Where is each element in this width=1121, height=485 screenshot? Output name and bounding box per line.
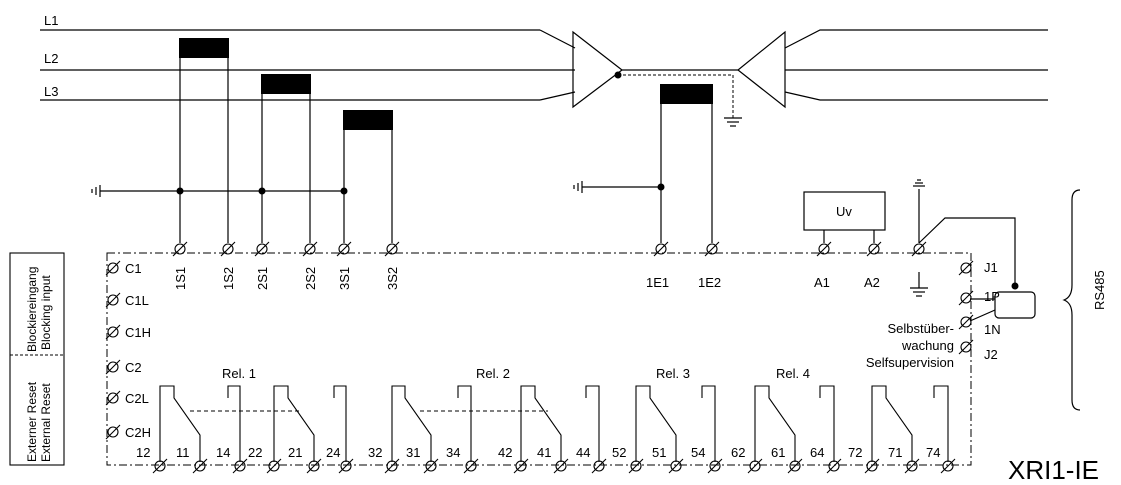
relay-terminal-31: 31 [406,445,420,460]
external-reset-label-de: Externer Reset [25,381,39,462]
relay-terminal-42: 42 [498,445,512,460]
terminal-j1: J1 [984,260,998,275]
blocking-input-label-de: Blockiereingang [25,267,39,352]
relay-terminal-12: 12 [136,445,150,460]
device-name: XRI1-IE [1008,455,1099,485]
terminal-c2l: C2L [125,391,149,406]
relay-terminal-51: 51 [652,445,666,460]
terminal-a1: A1 [814,275,830,290]
relay-terminal-52: 52 [612,445,626,460]
relay-terminal-11: 11 [176,445,190,460]
terminal-3s2: 3S2 [385,267,400,290]
blocking-input-label-en: Blocking input [39,275,53,350]
relay-terminal-41: 41 [537,445,551,460]
relay-terminal-34: 34 [446,445,460,460]
terminal-c2: C2 [125,360,142,375]
relay-terminal-24: 24 [326,445,340,460]
relay-terminal-72: 72 [848,445,862,460]
relay-terminal-71: 71 [888,445,902,460]
relay-terminal-74: 74 [926,445,940,460]
terminal-c1h: C1H [125,325,151,340]
relay-terminal-32: 32 [368,445,382,460]
rs485-label: RS485 [1092,270,1107,310]
line-label-l3: L3 [44,84,58,99]
relay-terminal-44: 44 [576,445,590,460]
relay-terminal-54: 54 [691,445,705,460]
terminal-1s1: 1S1 [173,267,188,290]
terminal-c1l: C1L [125,293,149,308]
terminal-1e1: 1E1 [646,275,669,290]
terminal-2s1: 2S1 [255,267,270,290]
terminal-2s2: 2S2 [303,267,318,290]
line-label-l1: L1 [44,13,58,28]
terminal-1s2: 1S2 [221,267,236,290]
terminal-1n: 1N [984,322,1001,337]
relay-terminal-21: 21 [288,445,302,460]
relay-2-label: Rel. 2 [476,366,510,381]
external-reset-label-en: External Reset [39,383,53,462]
relay-terminal-62: 62 [731,445,745,460]
terminal-c1: C1 [125,261,142,276]
relay-terminal-64: 64 [810,445,824,460]
relay-1-label: Rel. 1 [222,366,256,381]
terminal-3s1: 3S1 [337,267,352,290]
selfsupervision-label-3: Selfsupervision [866,355,954,370]
line-label-l2: L2 [44,51,58,66]
aux-supply-label: Uv [836,204,852,219]
terminal-j2: J2 [984,347,998,362]
selfsupervision-label-2: wachung [901,338,954,353]
relay-3-label: Rel. 3 [656,366,690,381]
relay-terminal-22: 22 [248,445,262,460]
terminal-1e2: 1E2 [698,275,721,290]
terminal-1p: 1P [984,289,1000,304]
terminal-c2h: C2H [125,425,151,440]
selfsupervision-label-1: Selbstüber- [888,321,954,336]
relay-terminal-61: 61 [771,445,785,460]
terminal-a2: A2 [864,275,880,290]
relay-4-label: Rel. 4 [776,366,810,381]
relay-terminal-14: 14 [216,445,230,460]
